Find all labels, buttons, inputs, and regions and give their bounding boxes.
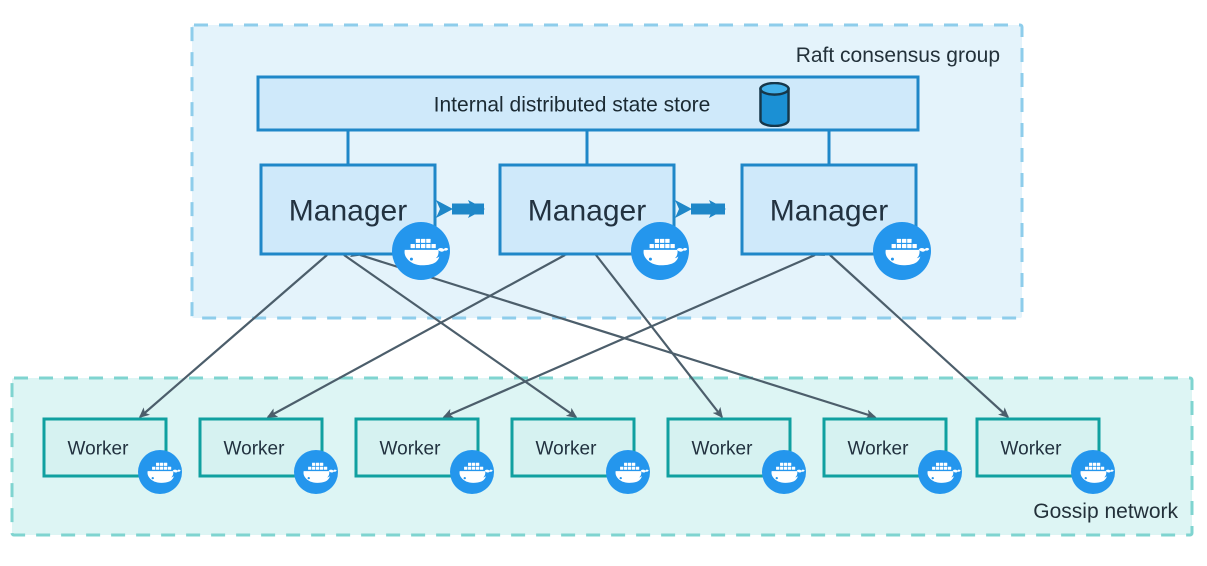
- worker-node-4[interactable]: Worker: [510, 417, 636, 478]
- internal-state-store-node[interactable]: Internal distributed state store: [256, 75, 920, 132]
- worker-label-1: Worker: [68, 439, 130, 460]
- manager-nodes: Manager Manager Manager: [259, 163, 918, 256]
- docker-whale-icon: [450, 450, 494, 494]
- docker-whale-icon: [631, 222, 689, 280]
- state-store-label: Internal distributed state store: [434, 94, 711, 117]
- docker-whale-icon: [392, 222, 450, 280]
- worker-box-2[interactable]: [198, 417, 324, 478]
- gossip-group-label: Gossip network: [1033, 500, 1178, 523]
- state-store-manager-connectors: [346, 130, 831, 165]
- worker-label-3: Worker: [380, 439, 442, 460]
- docker-whale-icon: [873, 222, 931, 280]
- worker-node-2[interactable]: Worker: [198, 417, 324, 478]
- edge-manager-3-worker-7: [820, 245, 1010, 419]
- worker-nodes: Worker Worker Worker Worker Worker Worker Work…: [42, 417, 1101, 478]
- edge-manager-3-worker-3: [442, 246, 826, 419]
- docker-whale-icon: [1071, 450, 1115, 494]
- manager-label-2: Manager: [528, 195, 646, 228]
- manager-label-3: Manager: [770, 195, 888, 228]
- state-store-box[interactable]: [256, 75, 920, 132]
- worker-label-6: Worker: [848, 439, 910, 460]
- manager-worker-edges: [138, 244, 1010, 419]
- worker-node-7[interactable]: Worker: [975, 417, 1101, 478]
- worker-label-2: Worker: [224, 439, 286, 460]
- manager-label-1: Manager: [289, 195, 407, 228]
- docker-whale-icon: [606, 450, 650, 494]
- database-cylinder-icon: [759, 82, 790, 127]
- worker-label-7: Worker: [1001, 439, 1063, 460]
- docker-whale-icon: [294, 450, 338, 494]
- worker-label-5: Worker: [692, 439, 754, 460]
- docker-whale-icon: [138, 450, 182, 494]
- worker-label-4: Worker: [536, 439, 598, 460]
- docker-whale-icon: [762, 450, 806, 494]
- raft-group-label: Raft consensus group: [796, 44, 1000, 67]
- docker-whale-icon: [918, 450, 962, 494]
